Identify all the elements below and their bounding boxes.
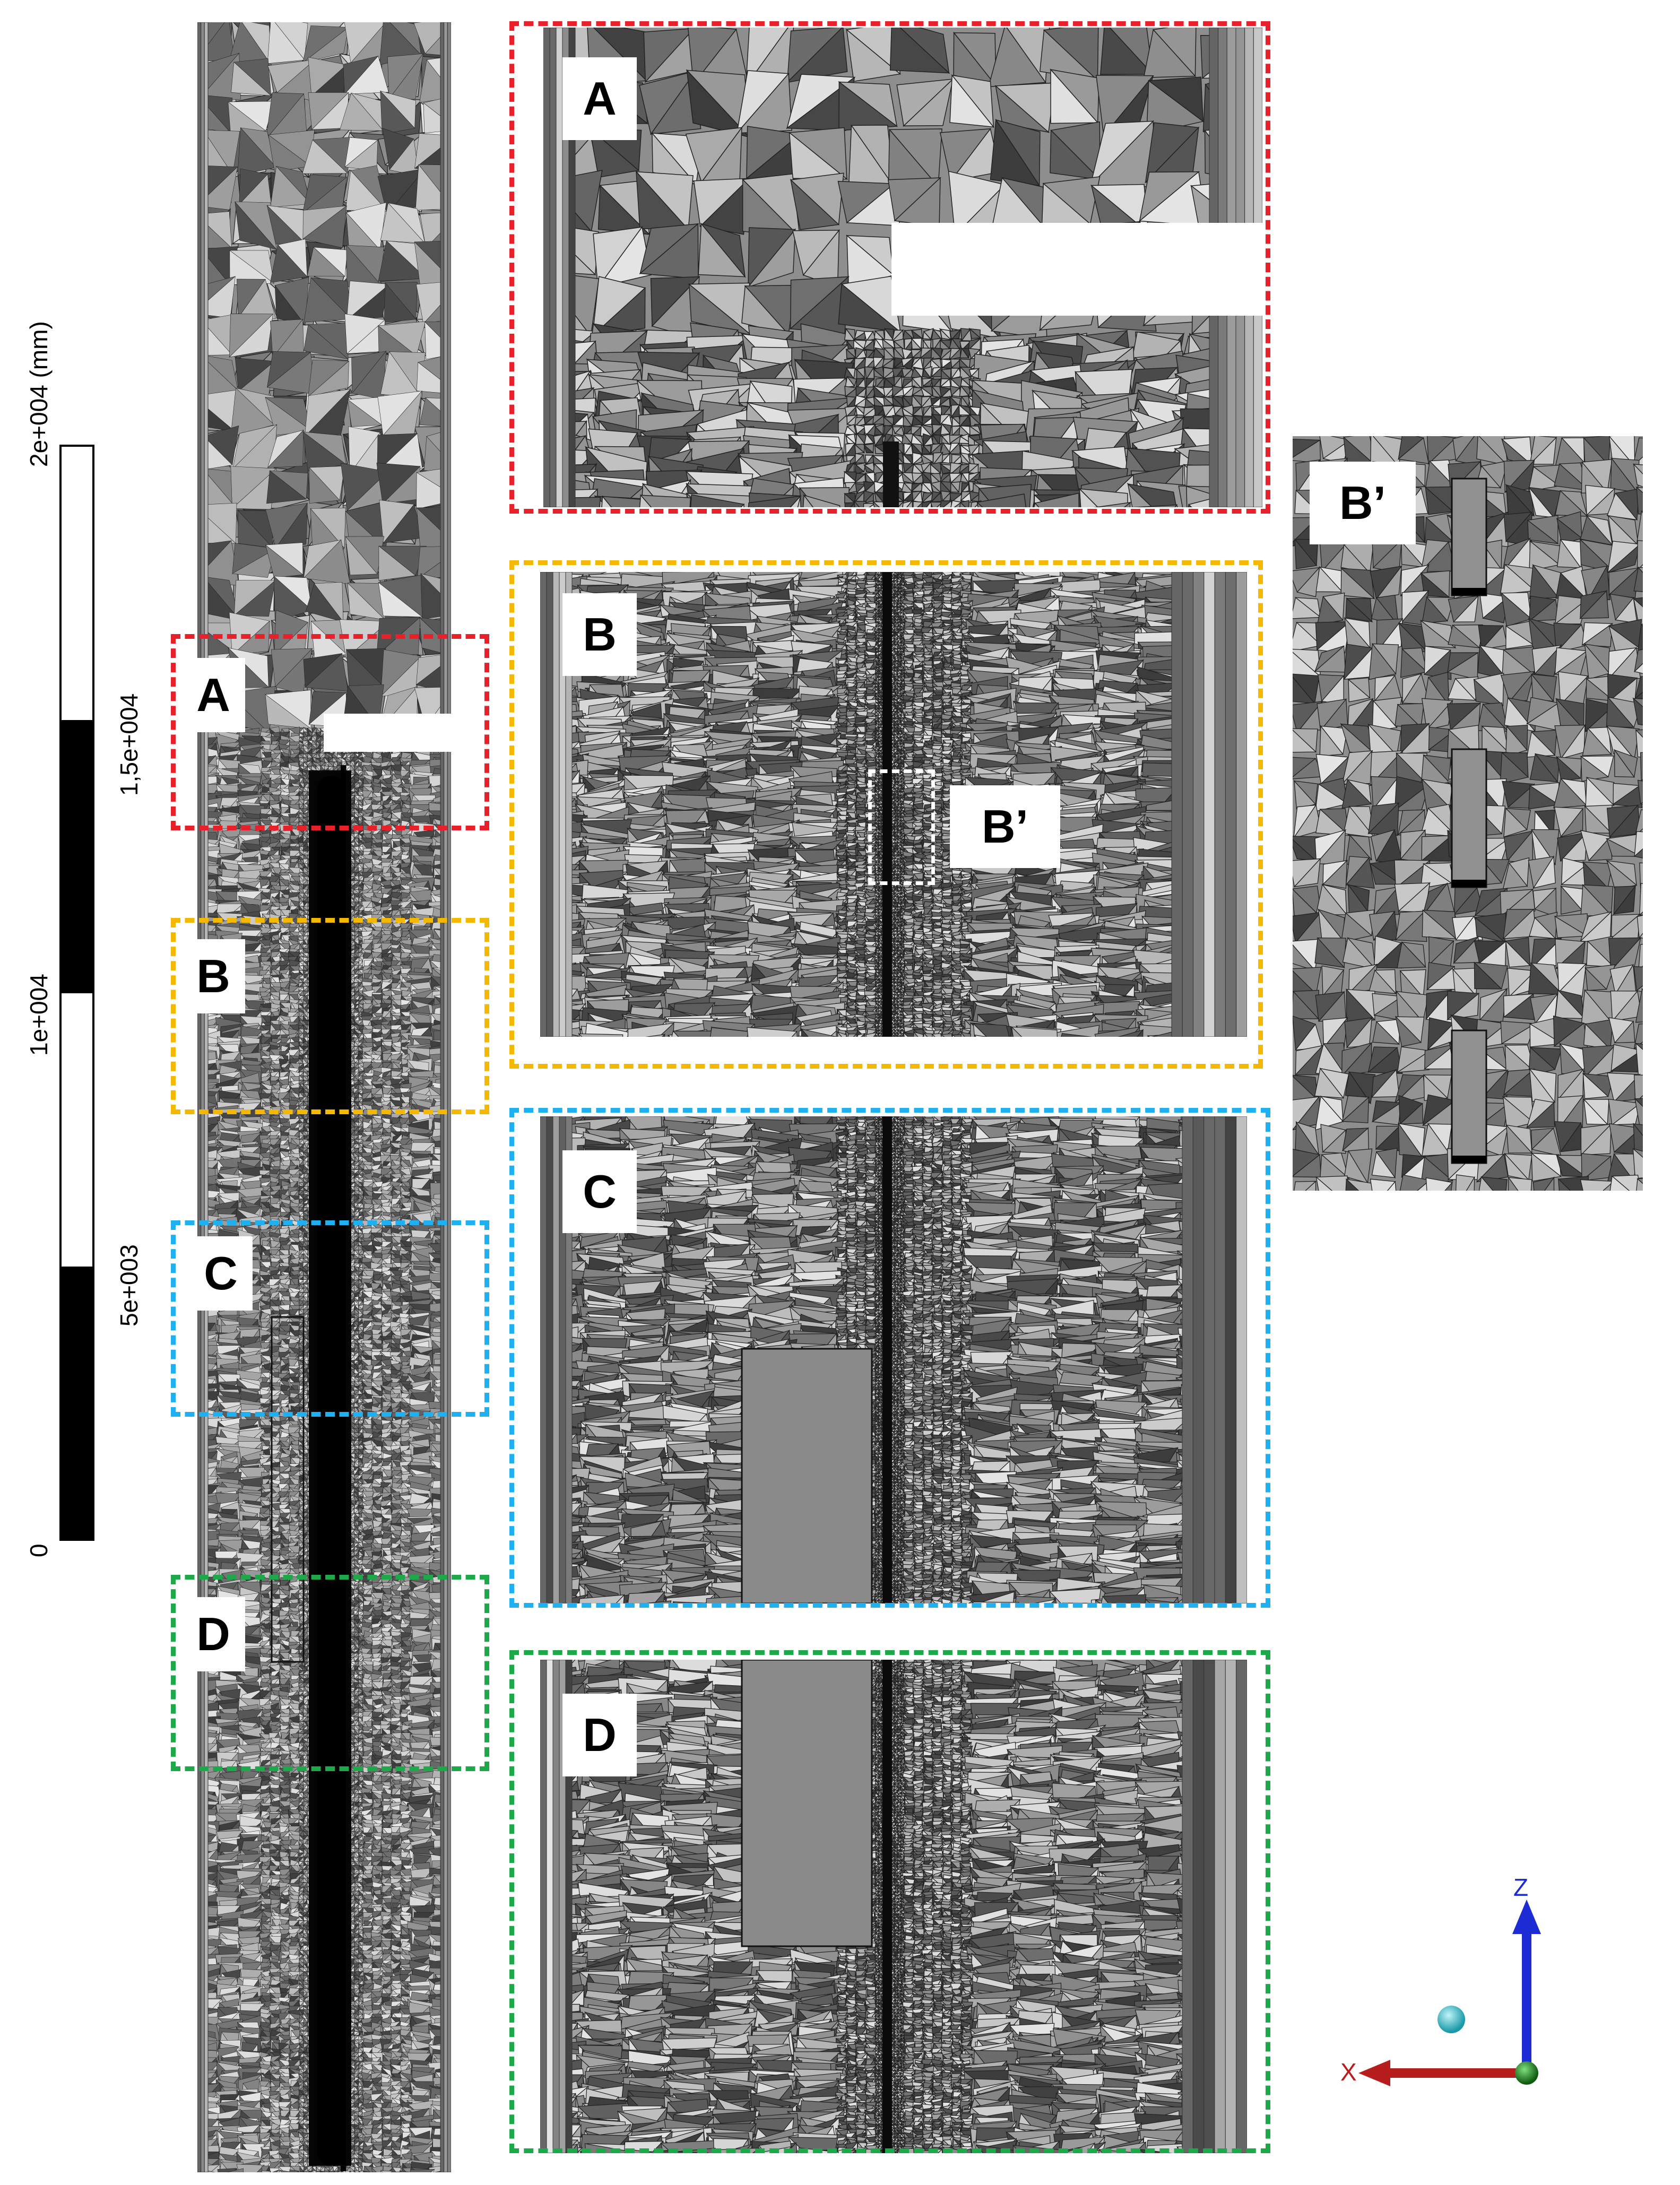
zoom-panel-d-mesh	[540, 1660, 1247, 2153]
zoom-panel-b-frame	[509, 560, 1263, 1069]
zoom-panel-a-label: A	[562, 57, 637, 140]
overview-label-d: D	[181, 1597, 245, 1671]
zoom-panel-a-mesh	[543, 28, 1262, 507]
overview-label-c: C	[189, 1236, 253, 1311]
overview-slot	[324, 714, 453, 752]
x-axis-label: X	[1340, 2058, 1357, 2086]
b-prime-marker-frame	[868, 769, 935, 885]
zoom-panel-d-label: D	[562, 1694, 637, 1776]
scale-tick-15000: 1,5e+004	[115, 693, 143, 796]
scale-tick-0: 0	[24, 1544, 53, 1557]
view-sphere	[1437, 2006, 1465, 2033]
overview-mesh	[197, 22, 451, 2172]
y-axis-ball	[1515, 2061, 1538, 2085]
z-axis-arrow	[1512, 1900, 1541, 2074]
overview-label-b: B	[181, 939, 245, 1013]
x-axis-arrow	[1358, 2060, 1525, 2086]
zoom-panel-a-slot	[891, 223, 1279, 316]
overview-frame-d	[171, 1575, 489, 1771]
zoom-panel-a-frame	[509, 21, 1270, 514]
scale-segment-white-2	[62, 993, 92, 1267]
scale-bar	[59, 445, 94, 1541]
scale-segment-white-1	[62, 447, 92, 720]
scale-tick-10000: 1e+004	[24, 974, 53, 1056]
overview-right-gap	[451, 22, 462, 717]
zoom-panel-c-label: C	[562, 1150, 637, 1233]
scale-tick-5000: 5e+003	[115, 1244, 143, 1326]
zoom-panel-c-mesh	[540, 1116, 1247, 1603]
scale-segment-black-2	[62, 1267, 92, 1541]
detail-panel-b-prime	[1293, 436, 1643, 1191]
z-axis-label: Z	[1513, 1873, 1528, 1902]
overview-label-a: A	[181, 658, 245, 732]
zoom-panel-b-label: B	[562, 593, 637, 676]
b-prime-marker-label: B’	[950, 785, 1060, 868]
overview-frame-b	[171, 918, 489, 1114]
overview-frame-a	[171, 634, 489, 830]
zoom-panel-d-frame	[509, 1650, 1270, 2153]
zoom-panel-c-frame	[509, 1108, 1270, 1608]
detail-panel-b-prime-label: B’	[1310, 462, 1416, 544]
overview-frame-c	[171, 1220, 489, 1417]
scale-segment-black-1	[62, 720, 92, 993]
scale-unit-label: 2e+004 (mm)	[24, 321, 53, 467]
axis-triad	[1337, 1868, 1581, 2091]
